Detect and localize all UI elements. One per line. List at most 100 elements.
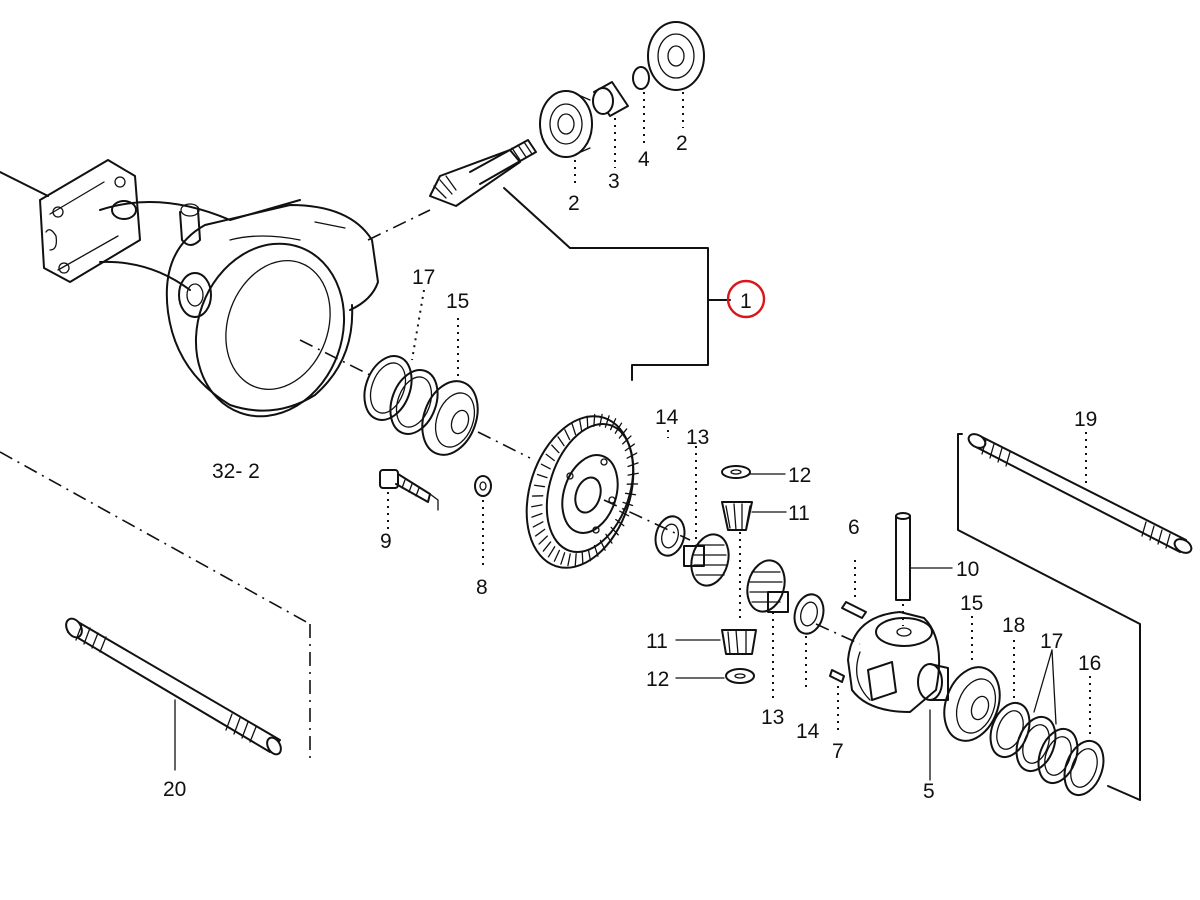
ring-gear-tooth — [551, 444, 560, 454]
label-part-18: 18 — [1002, 614, 1025, 637]
pin-7 — [829, 669, 845, 730]
ring-gear-tooth — [627, 462, 639, 468]
label-part-16: 16 — [1078, 652, 1101, 675]
ring-gear-tooth — [560, 552, 566, 565]
ring-gear-tooth — [545, 453, 555, 462]
thrust-washer-14-left — [654, 430, 686, 557]
label-part-15b: 15 — [960, 592, 983, 615]
ring-gear-tooth — [536, 473, 548, 479]
washer-8 — [474, 475, 492, 570]
ring-gear-tooth — [542, 541, 552, 552]
ring-gear-tooth — [624, 492, 637, 496]
label-part-12a: 12 — [788, 464, 811, 487]
ring-gear-tooth — [531, 504, 543, 508]
label-part-20: 20 — [163, 778, 186, 801]
label-part-4: 4 — [638, 148, 650, 171]
label-part-14b: 14 — [796, 720, 820, 743]
shims-17-right — [1015, 649, 1079, 785]
washer-12-top — [721, 465, 786, 479]
bolt-9 — [379, 469, 439, 530]
pin-6 — [841, 560, 867, 619]
ring-gear-tooth — [564, 429, 571, 441]
label-part-17a: 17 — [412, 266, 435, 289]
ring-gear-tooth — [609, 418, 617, 431]
side-gear-13-left — [683, 446, 730, 587]
callout-labels: 1 2 2 3 4 5 6 7 8 9 10 11 11 12 12 13 13… — [163, 132, 1101, 803]
label-part-12b: 12 — [646, 668, 669, 691]
label-part-7: 7 — [832, 740, 844, 763]
label-part-19: 19 — [1074, 408, 1097, 431]
label-part-10: 10 — [956, 558, 979, 581]
ring-gear-tooth — [571, 423, 577, 436]
ring-gear-tooth — [578, 418, 583, 432]
snap-ring-4 — [632, 66, 650, 148]
label-part-2a: 2 — [568, 192, 580, 215]
ring-gear-tooth — [586, 415, 589, 429]
ring-gear-tooth — [534, 528, 546, 537]
label-part-11b: 11 — [646, 630, 668, 653]
differential-case-5 — [847, 611, 949, 781]
ring-gear-tooth — [604, 415, 610, 428]
ring-gear-tooth — [614, 422, 623, 434]
side-gear-13-right — [746, 559, 789, 700]
ring-gear-tooth — [540, 463, 551, 470]
label-part-2b: 2 — [676, 132, 688, 155]
spacer-18 — [989, 640, 1031, 759]
ring-gear-tooth — [567, 553, 571, 567]
ring-gear-tooth — [593, 413, 596, 427]
axle-housing — [0, 159, 431, 418]
bearing-15-right — [943, 616, 1001, 742]
label-part-6: 6 — [848, 516, 860, 539]
shim-16 — [1063, 676, 1105, 797]
bearing-15-left — [421, 318, 531, 459]
right-axle-shaft-19 — [957, 432, 1193, 801]
left-axle-shaft — [0, 451, 311, 771]
ring-gear-tooth — [599, 539, 606, 551]
label-part-14a: 14 — [655, 406, 679, 429]
ring-gear-tooth — [553, 549, 561, 562]
label-part-13a: 13 — [686, 426, 709, 449]
ring-gear-tooth — [610, 526, 619, 536]
pinion-11-bottom — [675, 629, 757, 655]
ring-gear-tooth — [533, 484, 546, 488]
ring-gear-tooth — [538, 535, 548, 545]
label-part-15a: 15 — [446, 290, 469, 313]
pinion-shaft — [429, 139, 731, 381]
bushing-3 — [592, 81, 629, 168]
label-part-13b: 13 — [761, 706, 784, 729]
ring-gear-tooth — [605, 533, 613, 544]
ring-gear-tooth — [626, 452, 638, 459]
pinion-shaft-10 — [895, 512, 953, 626]
label-part-1: 1 — [740, 290, 752, 313]
ring-gear-tooth — [624, 443, 636, 452]
ring-gear-tooth — [622, 435, 632, 445]
ring-gear-tooth — [593, 544, 599, 557]
pinion-11-top — [721, 501, 787, 531]
ring-gear-tooth — [599, 413, 603, 427]
ring-gear-tooth — [532, 521, 544, 528]
ring-gear-tooth — [557, 436, 565, 447]
bearing-2b — [647, 21, 705, 128]
label-part-5: 5 — [923, 780, 935, 803]
ring-gear-tooth — [615, 518, 625, 527]
ring-gear-tooth — [587, 548, 592, 562]
bearing-2a — [539, 90, 593, 185]
shims-17-left — [363, 289, 439, 435]
label-part-32-2: 32- 2 — [212, 460, 260, 483]
ring-gear-tooth — [531, 512, 543, 518]
label-part-8: 8 — [476, 576, 488, 599]
ring-gear-tooth — [574, 553, 577, 567]
label-part-3: 3 — [608, 170, 620, 193]
highlight-circle — [726, 279, 766, 319]
ring-gear-tooth — [627, 472, 639, 476]
ring-gear-tooth — [622, 501, 634, 507]
ring-gear-tooth — [581, 551, 584, 565]
ring-gear — [525, 413, 691, 569]
washer-12-bottom — [675, 668, 755, 684]
ring-gear-tooth — [547, 546, 556, 558]
label-part-17b: 17 — [1040, 630, 1063, 653]
label-part-9: 9 — [380, 530, 392, 553]
ring-gear-tooth — [618, 428, 628, 439]
